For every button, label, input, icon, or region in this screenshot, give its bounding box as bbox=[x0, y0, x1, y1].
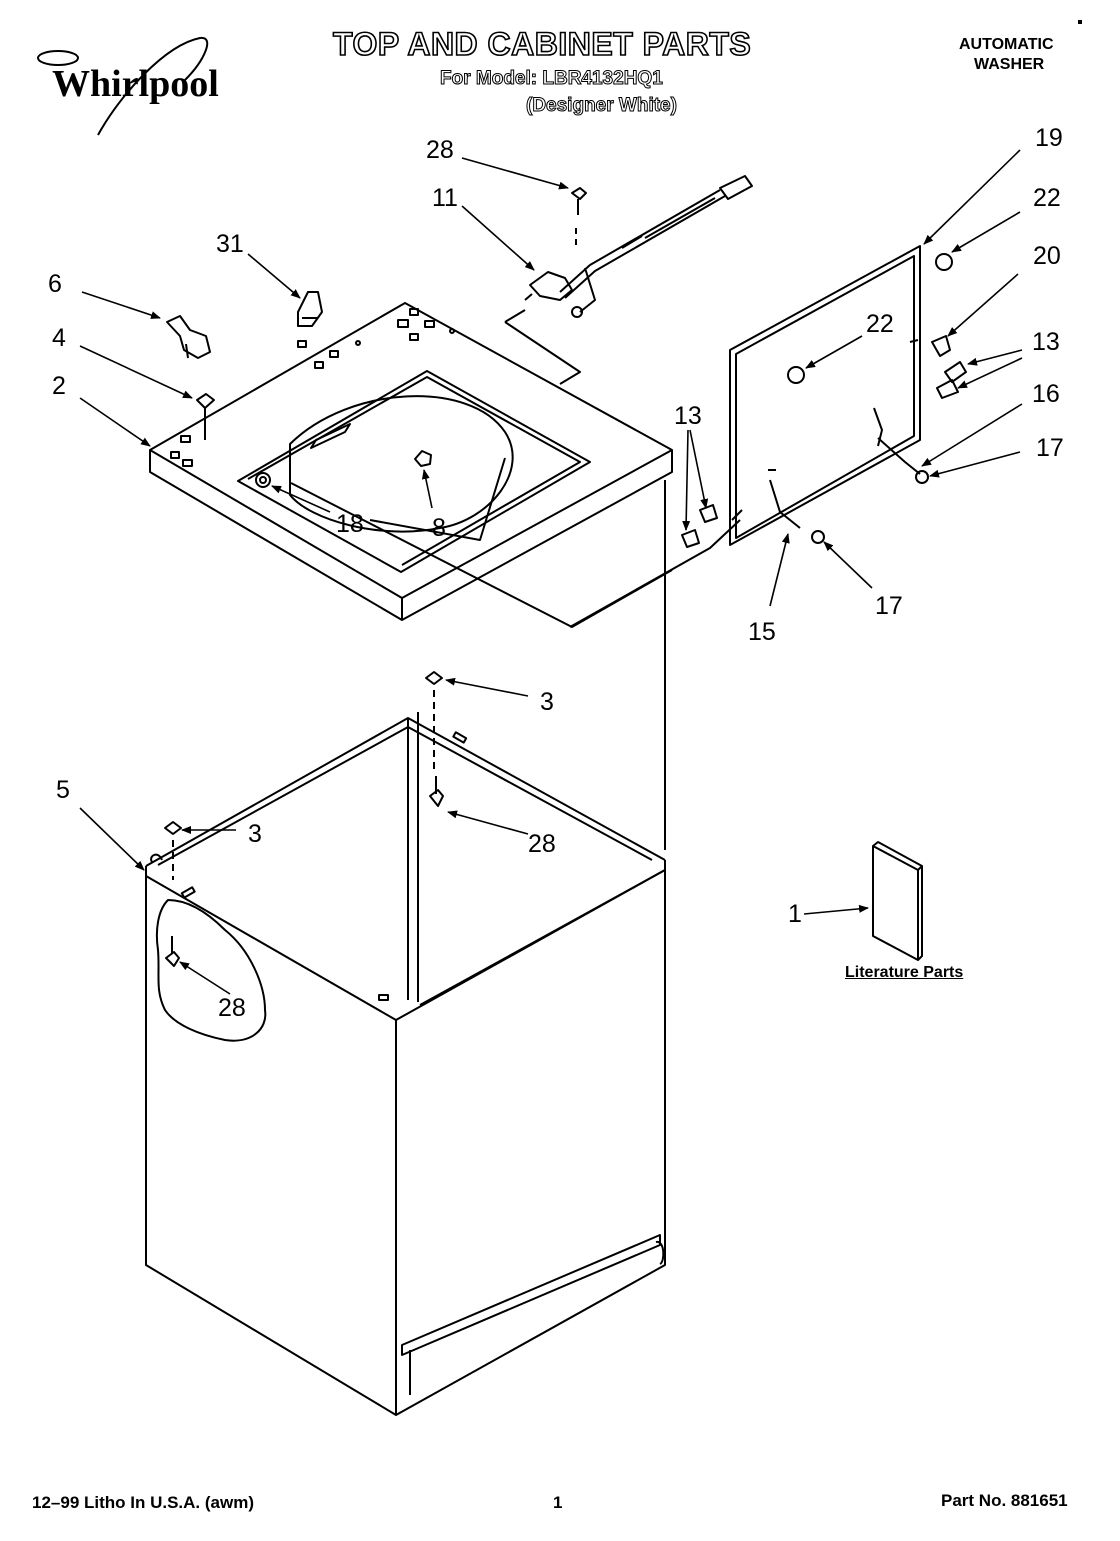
corner-mark bbox=[1078, 20, 1082, 24]
appliance-type-line2: WASHER bbox=[974, 56, 1045, 73]
callout-13-left: 13 bbox=[674, 402, 702, 430]
switch-mount-bracket bbox=[297, 291, 323, 327]
callout-22-right: 22 bbox=[1033, 184, 1061, 212]
callout-17-bottom: 17 bbox=[875, 592, 903, 620]
footer-print-info: 12–99 Litho In U.S.A. (awm) bbox=[32, 1493, 254, 1512]
callout-4: 4 bbox=[52, 324, 66, 352]
callout-15: 15 bbox=[748, 618, 776, 646]
lid-bumper bbox=[196, 393, 215, 440]
callout-16: 16 bbox=[1032, 380, 1060, 408]
cabinet-fasteners bbox=[164, 671, 444, 967]
callout-28-mid: 28 bbox=[528, 830, 556, 858]
callout-19: 19 bbox=[1035, 124, 1063, 152]
model-number: For Model: LBR4132HQ1 bbox=[440, 68, 664, 90]
model-variant: (Designer White) bbox=[526, 95, 678, 117]
callout-20: 20 bbox=[1033, 242, 1061, 270]
console-hardware bbox=[681, 253, 967, 548]
callout-6: 6 bbox=[48, 270, 62, 298]
washer-cabinet bbox=[145, 480, 666, 1416]
callout-28-top: 28 bbox=[426, 136, 454, 164]
whirlpool-logo: Whirlpool bbox=[37, 36, 219, 136]
callout-3-top: 3 bbox=[540, 688, 554, 716]
callout-18: 18 bbox=[336, 510, 364, 538]
page-number: 1 bbox=[553, 1493, 563, 1512]
callout-5: 5 bbox=[56, 776, 70, 804]
callout-28-inner: 28 bbox=[218, 994, 246, 1022]
literature-booklet-icon bbox=[872, 841, 923, 961]
callout-31: 31 bbox=[216, 230, 244, 258]
console-control-panel bbox=[569, 245, 921, 628]
top-screw bbox=[571, 187, 587, 250]
callout-1: 1 bbox=[788, 900, 802, 928]
callout-13-right: 13 bbox=[1032, 328, 1060, 356]
callout-22-panel: 22 bbox=[866, 310, 894, 338]
svg-text:Whirlpool: Whirlpool bbox=[52, 63, 219, 105]
cabinet-cutaway bbox=[155, 899, 267, 1042]
literature-parts-label: Literature Parts bbox=[845, 964, 964, 981]
callout-17-right: 17 bbox=[1036, 434, 1064, 462]
part-number: Part No. 881651 bbox=[941, 1491, 1068, 1510]
washer-top-lid bbox=[149, 302, 673, 628]
lid-hinge-clip bbox=[166, 315, 211, 359]
callout-8: 8 bbox=[432, 514, 446, 542]
page-title: TOP AND CABINET PARTS bbox=[332, 25, 752, 63]
callout-leaders bbox=[79, 149, 1023, 995]
callout-11: 11 bbox=[432, 184, 458, 212]
appliance-type-line1: AUTOMATIC bbox=[959, 36, 1054, 53]
callout-3-left: 3 bbox=[248, 820, 262, 848]
callout-2: 2 bbox=[52, 372, 66, 400]
lid-switch-harness bbox=[524, 175, 753, 318]
